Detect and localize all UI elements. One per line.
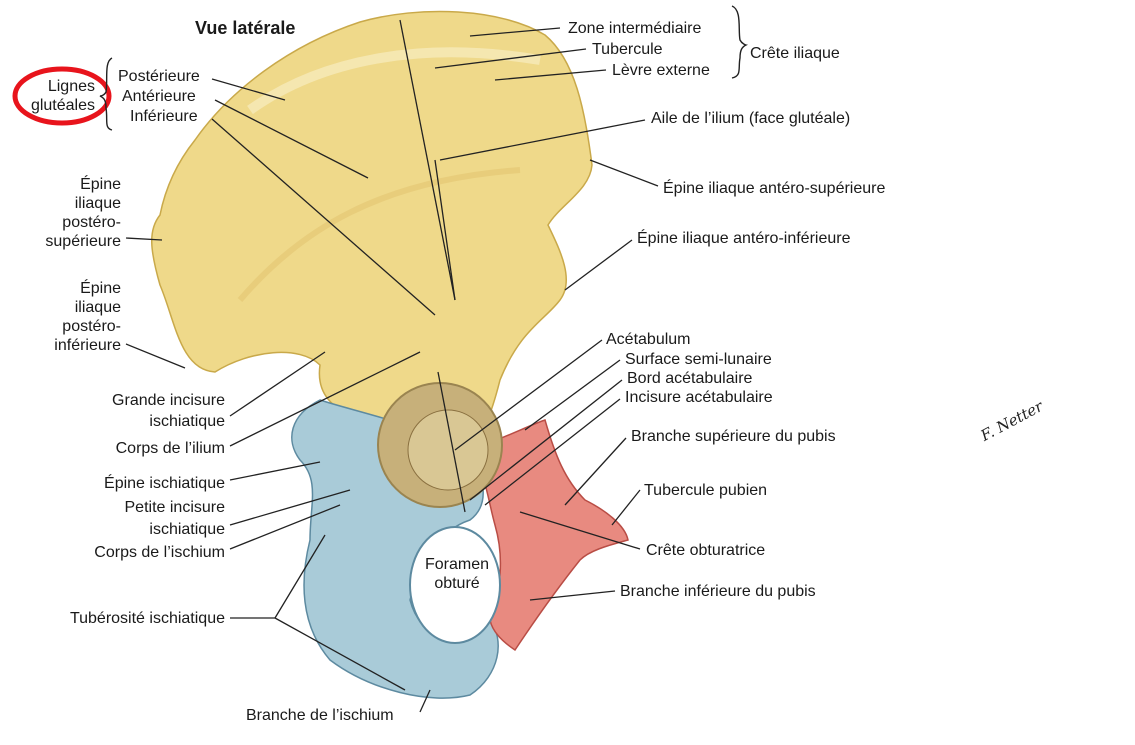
label-ilium-body: Corps de l’ilium bbox=[115, 440, 225, 457]
pubis bbox=[468, 419, 629, 652]
highlight-circle bbox=[12, 66, 112, 126]
label-posterior-line: Postérieure bbox=[118, 68, 200, 85]
label-obturator-crest: Crête obturatrice bbox=[646, 542, 766, 559]
label-asis: Épine iliaque antéro-supérieure bbox=[663, 180, 886, 197]
label-line: ischiatique bbox=[149, 521, 225, 538]
label-inferior-pubic-ramus: Branche inférieure du pubis bbox=[620, 583, 816, 600]
label-line: ischiatique bbox=[149, 413, 225, 430]
label-acetabular-rim: Bord acétabulaire bbox=[627, 370, 753, 387]
label-ischium-body: Corps de l’ischium bbox=[94, 544, 225, 561]
label-psis: Épine iliaque postéro- supérieure bbox=[45, 175, 121, 251]
label-outer-lip: Lèvre externe bbox=[612, 62, 710, 79]
label-iliac-wing: Aile de l’ilium (face glutéale) bbox=[651, 110, 851, 127]
label-lunate-surface: Surface semi-lunaire bbox=[625, 351, 772, 368]
label-ischial-tuberosity: Tubérosité ischiatique bbox=[69, 610, 225, 627]
leader-lines bbox=[125, 19, 659, 713]
label-acetabulum: Acétabulum bbox=[606, 331, 691, 348]
label-iliac-crest: Crête iliaque bbox=[750, 45, 840, 62]
label-aiis: Épine iliaque antéro-inférieure bbox=[637, 230, 851, 247]
label-line: Lignes bbox=[47, 78, 95, 95]
label-line: Grande incisure bbox=[112, 392, 225, 409]
view-title: Vue latérale bbox=[195, 18, 296, 38]
label-greater-sciatic-notch: Grande incisure ischiatique bbox=[112, 390, 225, 432]
label-line: Épine bbox=[80, 280, 121, 297]
label-ischial-ramus: Branche de l’ischium bbox=[246, 707, 394, 724]
label-anterior-line: Antérieure bbox=[122, 88, 196, 105]
label-line: obturé bbox=[434, 575, 480, 592]
label-gluteal-lines-group: Lignes glutéales bbox=[31, 77, 95, 115]
label-intermediate-zone: Zone intermédiaire bbox=[568, 20, 702, 37]
label-lesser-sciatic-notch: Petite incisure ischiatique bbox=[125, 497, 226, 541]
label-acetabular-notch: Incisure acétabulaire bbox=[625, 389, 773, 406]
label-superior-pubic-ramus: Branche supérieure du pubis bbox=[631, 428, 836, 445]
ilium bbox=[151, 10, 593, 451]
label-line: Épine bbox=[80, 176, 121, 193]
obturator-foramen bbox=[409, 526, 501, 644]
label-ischial-spine: Épine ischiatique bbox=[104, 475, 225, 492]
label-line: Foramen bbox=[424, 556, 490, 573]
label-obturator-foramen: Foramen obturé bbox=[421, 555, 493, 593]
label-line: postéro- bbox=[62, 318, 121, 335]
label-piis: Épine iliaque postéro- inférieure bbox=[54, 279, 121, 355]
label-line: supérieure bbox=[45, 233, 121, 250]
label-line: inférieure bbox=[54, 337, 121, 354]
label-line: iliaque bbox=[74, 299, 121, 316]
label-line: Petite incisure bbox=[124, 499, 226, 516]
label-line: iliaque bbox=[74, 195, 121, 212]
label-line: glutéales bbox=[30, 97, 95, 114]
label-inferior-line: Inférieure bbox=[130, 108, 198, 125]
label-pubic-tubercle: Tubercule pubien bbox=[644, 482, 768, 499]
label-tubercle: Tubercule bbox=[592, 41, 663, 58]
label-line: postéro- bbox=[62, 214, 121, 231]
